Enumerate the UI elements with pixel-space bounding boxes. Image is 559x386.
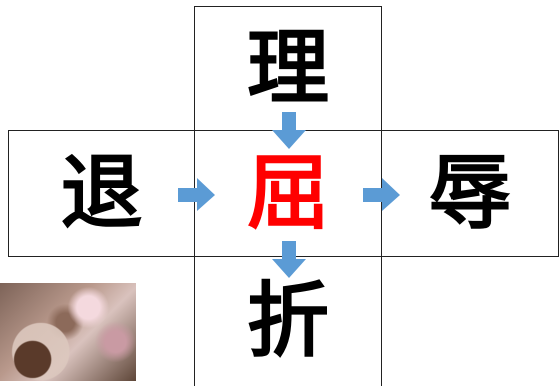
cell-left: 退 (8, 130, 195, 257)
arrow-right-left-icon (178, 178, 215, 211)
cell-bottom: 折 (194, 256, 382, 386)
char-top: 理 (246, 20, 329, 116)
cell-right: 辱 (381, 130, 559, 257)
arrow-down-top-icon (272, 112, 306, 149)
char-right: 辱 (428, 145, 511, 241)
crystal-ball-photo (0, 283, 136, 381)
char-bottom: 折 (246, 273, 329, 369)
char-left: 退 (60, 145, 143, 241)
arrow-right-center-icon (363, 178, 400, 211)
arrow-down-bottom-icon (272, 241, 306, 278)
char-center: 屈 (246, 145, 329, 241)
